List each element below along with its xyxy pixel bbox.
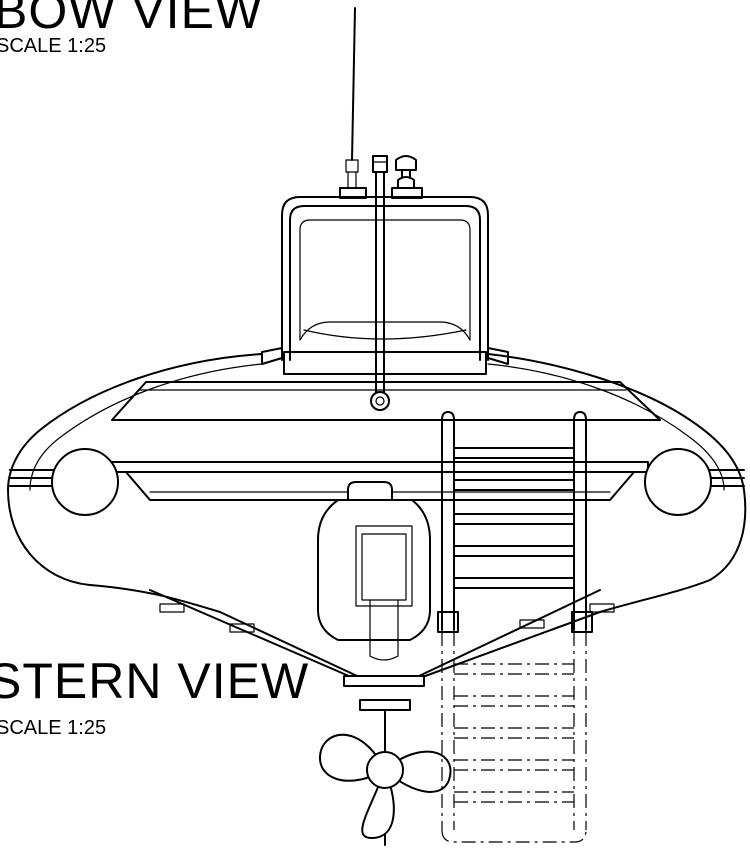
bow-view-title: BOW VIEW (0, 0, 264, 39)
console (261, 196, 509, 375)
boarding-ladder (437, 411, 593, 843)
stern-view-scale: SCALE 1:25 (0, 717, 107, 739)
propeller (319, 733, 452, 839)
bow-view-scale: SCALE 1:25 (0, 35, 107, 57)
mast-pole (370, 155, 390, 411)
nav-light (391, 155, 423, 199)
hull-tubes (7, 353, 747, 687)
outboard-motor (317, 481, 431, 846)
antenna (339, 7, 367, 199)
stern-view-title: STERN VIEW (0, 653, 310, 709)
